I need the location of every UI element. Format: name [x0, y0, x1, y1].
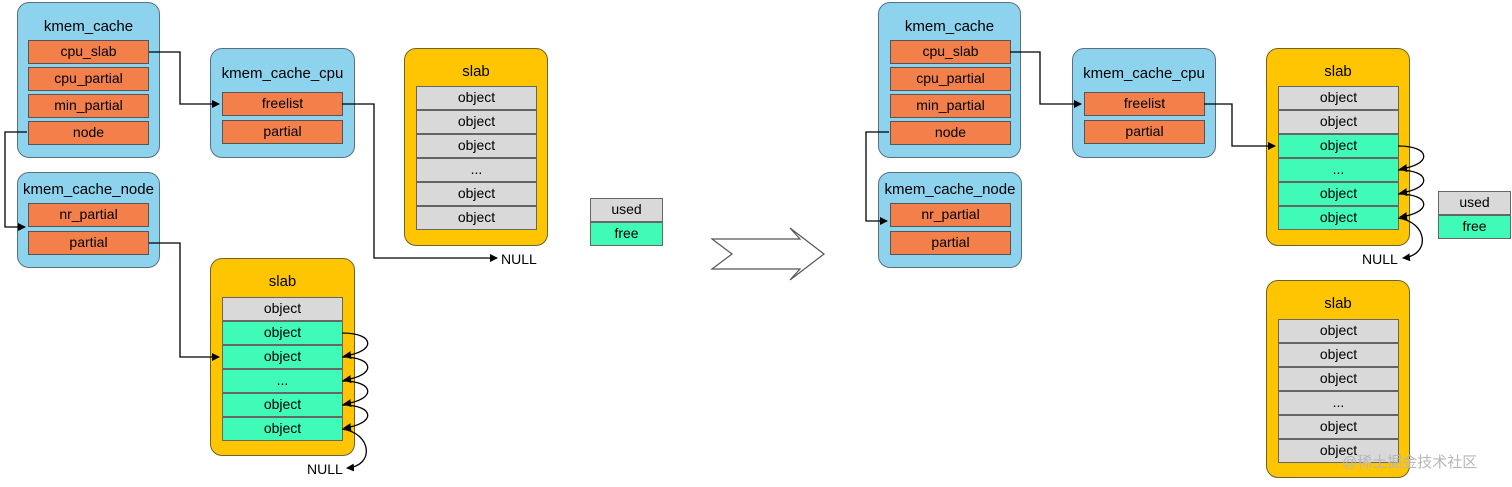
slab-title: slab [1324, 63, 1352, 80]
arrow-free-chain [341, 356, 369, 384]
field-cpu-slab: cpu_slab [28, 40, 149, 64]
slab-object: object [416, 86, 537, 110]
field-node-partial: partial [28, 231, 149, 255]
slab-object: object [222, 321, 343, 345]
arrow-node [4, 131, 27, 231]
field-partial: partial [1084, 120, 1205, 144]
slab-object: object [1278, 182, 1399, 206]
arrow-free-chain [1397, 193, 1425, 221]
slab-object: object [1278, 439, 1399, 463]
arrow-null [1397, 217, 1423, 262]
slab-title: slab [268, 273, 297, 290]
slab-object: object [1278, 319, 1399, 343]
field-cpu-partial: cpu_partial [28, 67, 149, 91]
null-label: NULL [1362, 251, 1398, 267]
arrow-freelist [1204, 103, 1276, 150]
kmem-cache-cpu-title: kmem_cache_cpu [1083, 65, 1205, 82]
slab-object: object [1278, 343, 1399, 367]
arrow-free-chain [1397, 145, 1425, 173]
arrow-free-chain [1397, 169, 1425, 197]
slab-object: object [1278, 415, 1399, 439]
arrow-node-partial [149, 242, 220, 361]
slab-object: ... [416, 158, 537, 182]
slab-box: slab object object object ... object obj… [210, 258, 355, 456]
arrow-cpu-slab [149, 51, 220, 108]
slab-object: object [222, 297, 343, 321]
legend-free: free [590, 222, 663, 246]
field-node: node [28, 121, 149, 145]
field-freelist: freelist [1084, 92, 1205, 116]
field-freelist: freelist [222, 92, 343, 116]
legend-free: free [1438, 215, 1511, 239]
field-min-partial: min_partial [890, 94, 1011, 118]
kmem-cache-cpu-title: kmem_cache_cpu [221, 65, 344, 82]
kmem-cache-node-title: kmem_cache_node [884, 181, 1016, 198]
kmem-cache-cpu-box: kmem_cache_cpu freelist partial [1072, 48, 1216, 158]
kmem-cache-box: kmem_cache cpu_slab cpu_partial min_part… [17, 2, 160, 158]
field-cpu-partial: cpu_partial [890, 67, 1011, 91]
slab-object: object [416, 206, 537, 230]
field-cpu-slab: cpu_slab [890, 40, 1011, 64]
arrow-null [341, 428, 367, 472]
legend-used: used [590, 198, 663, 222]
field-partial: partial [222, 120, 343, 144]
kmem-cache-node-box: kmem_cache_node nr_partial partial [17, 172, 160, 268]
transition-arrow [710, 227, 825, 281]
field-min-partial: min_partial [28, 94, 149, 118]
slab-box: slab object object object ... object obj… [404, 48, 548, 246]
slab-title: slab [1324, 295, 1352, 312]
slab-object: object [222, 393, 343, 417]
watermark: @稀土掘金技术社区 [1342, 454, 1478, 471]
slab-object: object [416, 110, 537, 134]
field-nr-partial: nr_partial [28, 203, 149, 227]
arrow-free-chain [341, 332, 369, 360]
field-node: node [890, 121, 1011, 145]
field-node-partial: partial [890, 231, 1011, 255]
kmem-cache-cpu-box: kmem_cache_cpu freelist partial [210, 48, 355, 158]
null-label: NULL [307, 461, 343, 477]
slab-object: object [1278, 206, 1399, 230]
slab-title: slab [462, 63, 490, 80]
slab-object: object [1278, 86, 1399, 110]
field-nr-partial: nr_partial [890, 203, 1011, 227]
slab-object: object [416, 182, 537, 206]
null-label: NULL [501, 251, 537, 267]
slab-object: object [1278, 134, 1399, 158]
slab-object: object [416, 134, 537, 158]
slab-box: slab object object object ... object obj… [1266, 48, 1410, 246]
kmem-cache-title: kmem_cache [43, 18, 134, 35]
slab-object: ... [222, 369, 343, 393]
arrow-free-chain [341, 380, 369, 408]
slab-box: slab object object object ... object obj… [1266, 280, 1410, 478]
arrow-cpu-slab [1010, 51, 1082, 108]
arrow-free-chain [341, 404, 369, 432]
arrow-freelist [342, 103, 498, 262]
kmem-cache-node-title: kmem_cache_node [23, 181, 154, 198]
slab-object: object [222, 417, 343, 441]
slab-object: object [222, 345, 343, 369]
arrow-node [865, 131, 889, 225]
kmem-cache-box: kmem_cache cpu_slab cpu_partial min_part… [878, 2, 1021, 158]
kmem-cache-node-box: kmem_cache_node nr_partial partial [878, 172, 1022, 268]
legend-used: used [1438, 191, 1511, 215]
slab-object: ... [1278, 391, 1399, 415]
kmem-cache-title: kmem_cache [904, 18, 995, 35]
slab-object: object [1278, 367, 1399, 391]
slab-object: object [1278, 110, 1399, 134]
